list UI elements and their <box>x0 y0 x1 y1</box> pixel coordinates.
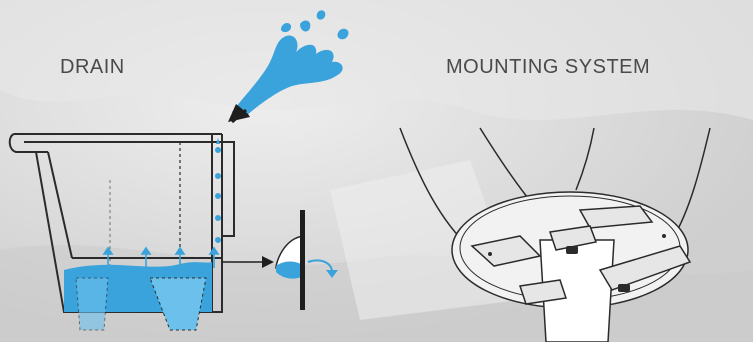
mounting-diagram <box>0 0 753 342</box>
illustration-canvas: DRAIN MOUNTING SYSTEM <box>0 0 753 342</box>
